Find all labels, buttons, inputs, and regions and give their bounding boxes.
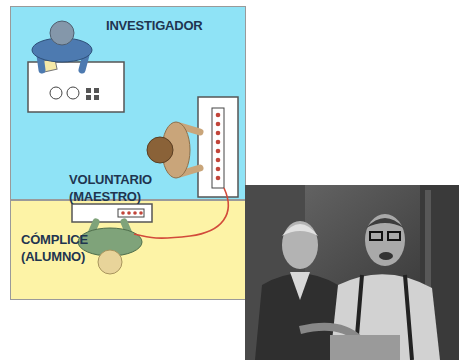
- shock-panel: [212, 108, 224, 188]
- investigator-head: [50, 21, 74, 45]
- room-label: INVESTIGADOR: [106, 17, 246, 34]
- dial: [50, 87, 62, 99]
- photograph: [245, 185, 459, 360]
- learner-head: [98, 250, 122, 274]
- button: [86, 88, 91, 93]
- desk: [198, 97, 238, 197]
- answer-buttons: [121, 211, 143, 215]
- answer-box: [118, 209, 144, 217]
- room-label: VOLUNTARIO (MAESTRO): [69, 171, 161, 205]
- panel-switches: [216, 113, 221, 181]
- button: [94, 95, 99, 100]
- button: [86, 95, 91, 100]
- volunteer-head: [147, 137, 173, 163]
- desk: [72, 204, 152, 222]
- button: [94, 88, 99, 93]
- dial: [67, 87, 79, 99]
- room-label: CÓMPLICE (ALUMNO): [21, 231, 101, 265]
